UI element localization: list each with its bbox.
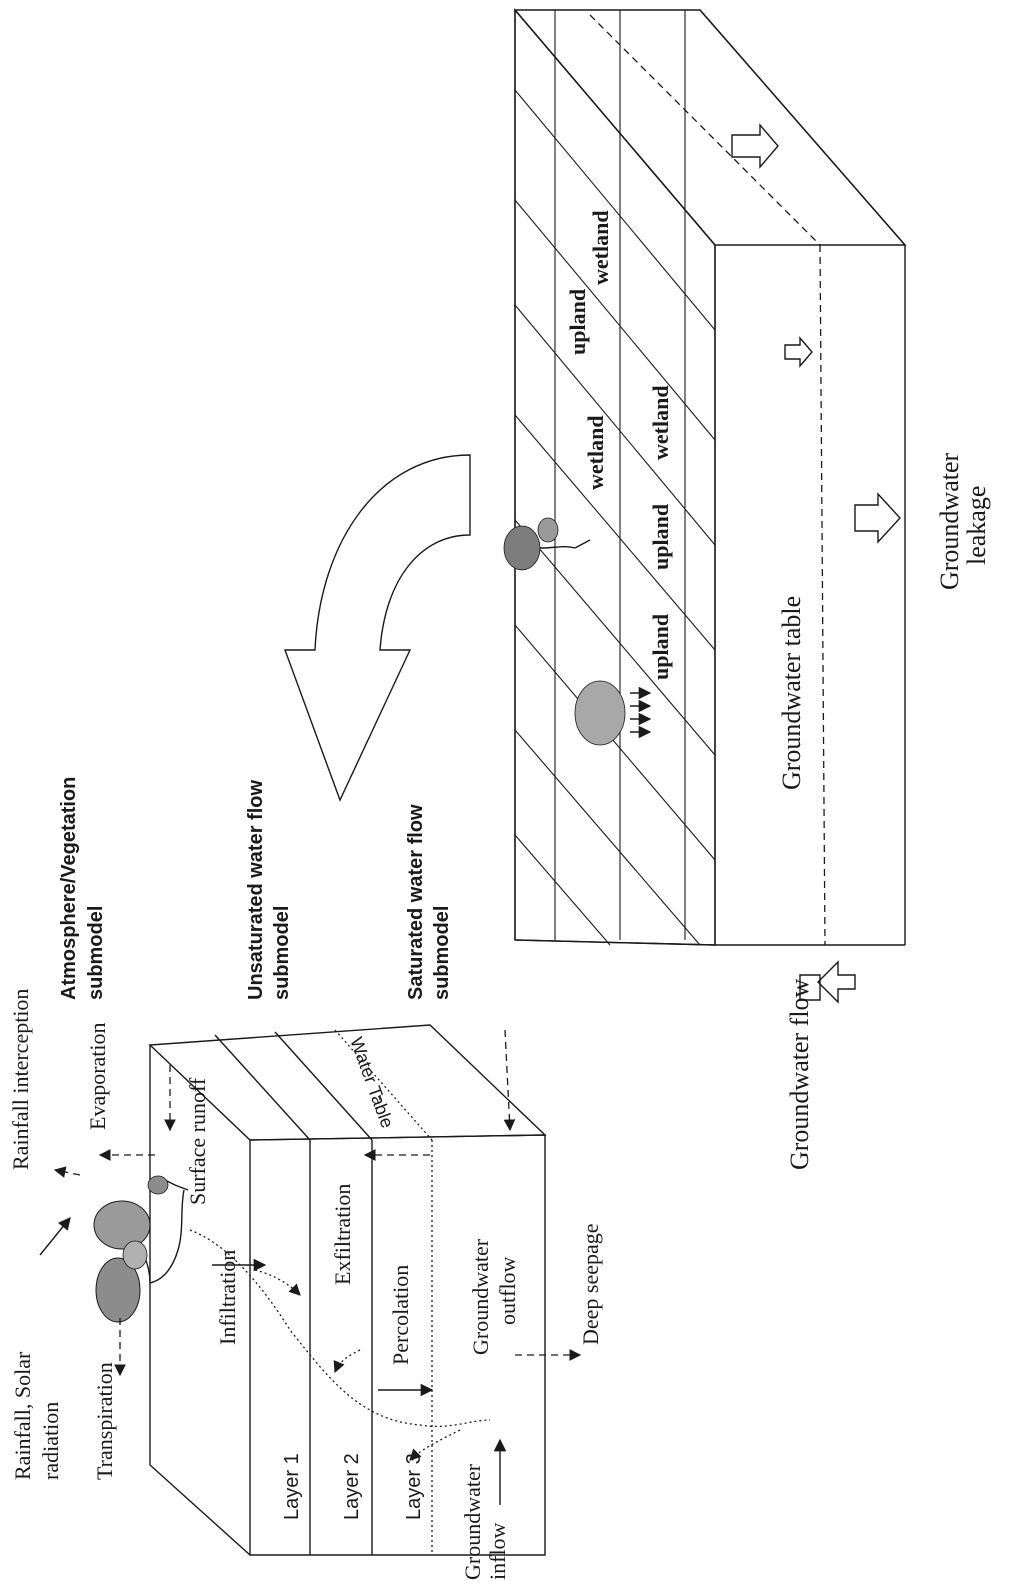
label-transpiration: Transpiration: [92, 1362, 117, 1480]
grid-label-wetland-1: wetland: [583, 415, 608, 490]
gw-flow-arrow-tail: [799, 974, 821, 1001]
gw-table-line-front: [819, 244, 826, 946]
gw-table-line-top: [589, 14, 821, 246]
label-gw-outflow-2: outflow: [495, 1256, 520, 1325]
label-layer-3: Layer 3: [403, 1453, 425, 1520]
label-submodel-unsat-2: submodel: [271, 906, 293, 1000]
label-gw-outflow-1: Groundwater: [468, 1238, 493, 1355]
grid-label-upland-1: upland: [648, 614, 673, 680]
gw-leakage-block-arrow: [854, 492, 901, 544]
label-submodel-atm-1: Atmosphere/Vegetation: [58, 777, 80, 1000]
tree-icon-grid: [503, 517, 591, 571]
label-rainfall-solar-1: Rainfall, Solar: [10, 1351, 35, 1480]
label-water-table: Water Table: [346, 1035, 397, 1131]
grid-label-wetland-2: wetland: [648, 385, 673, 460]
label-gw-leakage-2: leakage: [962, 486, 991, 565]
label-rainfall-interception: Rainfall interception: [8, 989, 33, 1170]
label-exfiltration: Exfiltration: [330, 1184, 355, 1285]
label-submodel-unsat-1: Unsaturated water flow: [245, 780, 267, 1000]
infiltration-curve: [254, 1269, 301, 1296]
label-groundwater-flow: Groundwater flow: [785, 978, 814, 1170]
gw-flow-block-arrow-in: [817, 960, 856, 1004]
submodel-flow-arrow: [283, 454, 471, 802]
label-gw-leakage-1: Groundwater: [935, 452, 964, 590]
label-evaporation: Evaporation: [85, 1022, 110, 1130]
grid-top-face: [513, 9, 907, 246]
label-surface-runoff: Surface runoff: [185, 1077, 210, 1205]
interception-arrow: [53, 1166, 81, 1178]
soil-front-face: [249, 1134, 546, 1556]
label-submodel-atm-2: submodel: [85, 906, 107, 1000]
gw-curve: [409, 1429, 461, 1461]
grid-label-upland-2: upland: [648, 504, 673, 570]
label-percolation: Percolation: [388, 1265, 413, 1365]
label-deep-seepage: Deep seepage: [578, 1223, 603, 1345]
grid-label-upland-3: upland: [565, 289, 590, 355]
gw-leak-small-arrow: [784, 336, 813, 368]
grid-label-wetland-3: wetland: [588, 210, 613, 285]
label-gw-inflow-2: inflow: [485, 1522, 510, 1580]
aquifer-grid-block: [513, 8, 907, 946]
layer-boundary-1-top: [214, 1034, 311, 1141]
rainfall-arrow: [39, 1217, 71, 1256]
label-infiltration: Infiltration: [215, 1250, 240, 1345]
gw-outflow-block-arrow: [731, 123, 779, 169]
gw-outflow-arrow: [503, 1029, 516, 1132]
label-rainfall-solar-2: radiation: [38, 1402, 63, 1480]
label-groundwater-table: Groundwater table: [777, 596, 806, 790]
layer-boundary-2-top: [274, 1031, 373, 1141]
label-layer-1: Layer 1: [281, 1453, 303, 1520]
percolation-curve: [333, 1349, 361, 1374]
tree-illustration-left: [93, 1175, 189, 1323]
label-layer-2: Layer 2: [341, 1453, 363, 1520]
shrub-icon-grid: [574, 680, 652, 746]
label-submodel-sat-2: submodel: [431, 906, 453, 1000]
label-submodel-sat-1: Saturated water flow: [405, 804, 427, 1000]
label-gw-inflow-1: Groundwater: [460, 1463, 485, 1580]
